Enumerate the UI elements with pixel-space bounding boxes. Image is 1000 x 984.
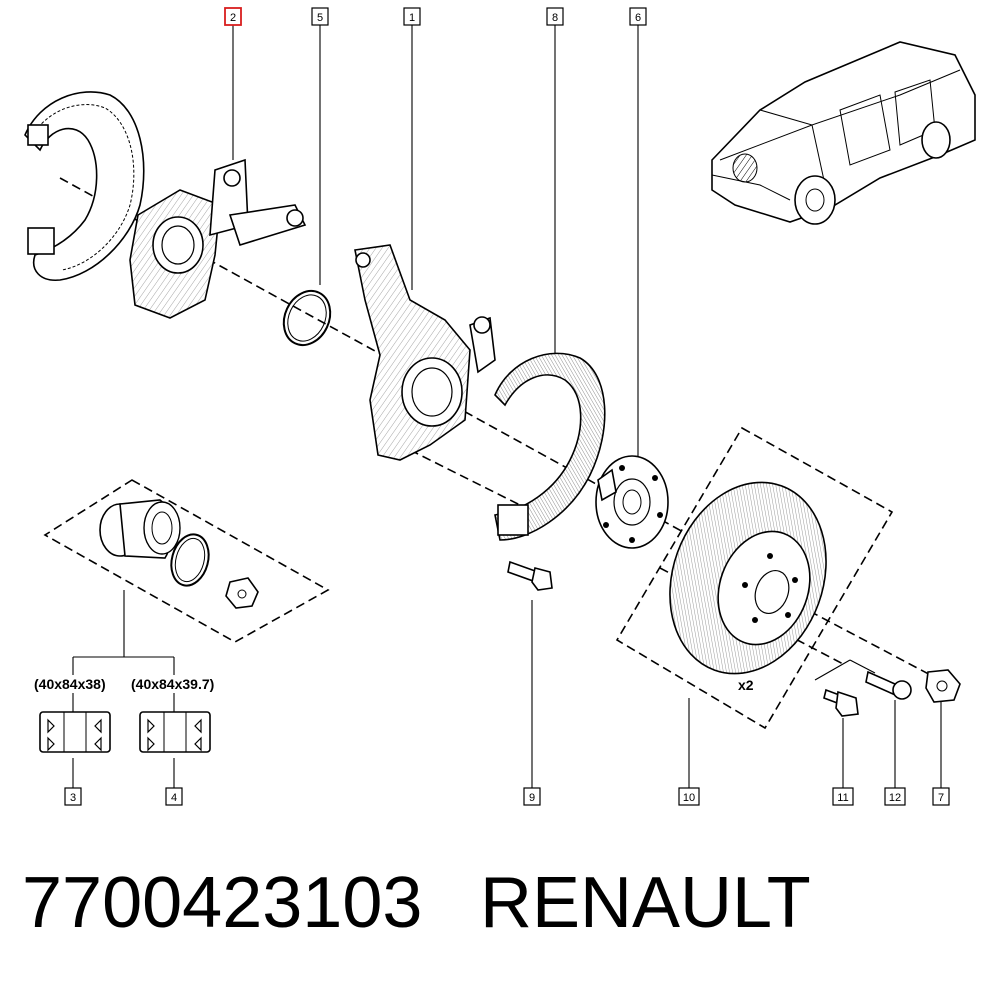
callout-1[interactable]: 1: [403, 7, 421, 26]
callout-2[interactable]: 2: [224, 7, 242, 26]
part-number: 7700423103: [22, 863, 423, 943]
callout-2-number: 2: [230, 12, 236, 24]
callout-11-number: 11: [837, 792, 848, 804]
callout-10-number: 10: [683, 792, 695, 804]
callout-2-box: [224, 7, 242, 26]
callout-7-number: 7: [938, 792, 944, 804]
callout-11[interactable]: 11: [832, 787, 854, 806]
bearing-spec-right: (40x84x39.7): [131, 676, 214, 692]
callout-12[interactable]: 12: [884, 787, 906, 806]
hub-carrier-part-2: [129, 158, 307, 319]
callout-5-number: 5: [317, 12, 323, 24]
callout-8-number: 8: [552, 12, 558, 24]
bearing-kit: [43, 479, 330, 643]
brake-disc-kit-part-10: x2: [615, 426, 894, 730]
vehicle-location-illustration: [711, 41, 976, 225]
callout-3[interactable]: 3: [64, 787, 82, 806]
callout-10[interactable]: 10: [678, 787, 700, 806]
bolt-part-9: [507, 560, 553, 591]
callout-4-number: 4: [171, 792, 177, 804]
wheel-hub-part-6: [595, 455, 669, 549]
callout-1-number: 1: [409, 12, 415, 24]
nut-part-7: [925, 669, 961, 703]
callout-9-number: 9: [529, 792, 535, 804]
bearing-section-part-3: [39, 711, 111, 753]
bearing-spec-left: (40x84x38): [34, 676, 106, 692]
callout-6-number: 6: [635, 12, 641, 24]
callout-3-number: 3: [70, 792, 76, 804]
callout-12-number: 12: [889, 792, 901, 804]
steering-knuckle-part-1: [354, 244, 496, 461]
disc-quantity-label: x2: [738, 677, 754, 693]
callout-8[interactable]: 8: [546, 7, 564, 26]
brand-name: RENAULT: [480, 863, 811, 943]
leader-lines: [72, 25, 942, 788]
callout-5[interactable]: 5: [311, 7, 329, 26]
bolt-part-12: [865, 670, 912, 700]
callout-9[interactable]: 9: [523, 787, 541, 806]
bearing-section-part-4: [139, 711, 211, 753]
callout-7[interactable]: 7: [932, 787, 950, 806]
splash-shield-part-8: [494, 352, 606, 541]
callout-4[interactable]: 4: [165, 787, 183, 806]
backing-plate-left: [24, 91, 145, 281]
circlip-part-5: [282, 289, 332, 347]
callout-6[interactable]: 6: [629, 7, 647, 26]
bolt-part-11: [823, 688, 859, 717]
